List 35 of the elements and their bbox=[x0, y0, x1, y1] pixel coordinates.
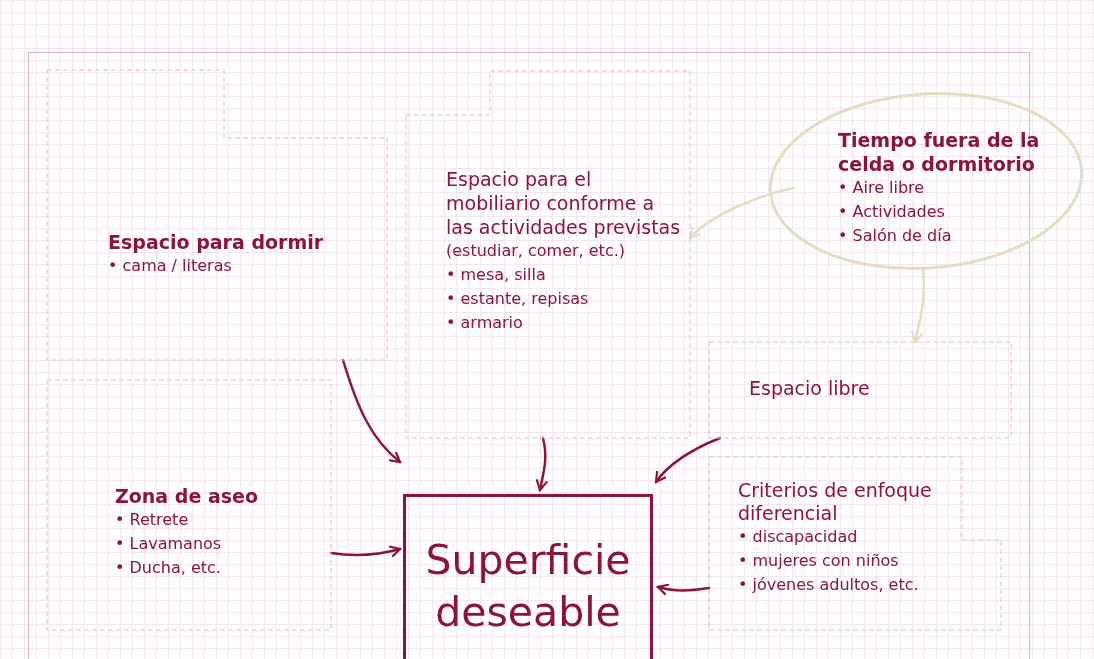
list-item: • Retrete bbox=[115, 509, 190, 531]
list-item: • armario bbox=[446, 312, 524, 334]
curved-arrow bbox=[535, 436, 548, 492]
list-item: • estante, repisas bbox=[446, 288, 590, 310]
node-heading: Espacio para el mobiliario conforme a las actividades previstas bbox=[446, 167, 682, 239]
list-item: • Lavamanos bbox=[115, 533, 223, 555]
node-heading: Zona de aseo bbox=[115, 484, 259, 508]
dashed-zone bbox=[709, 457, 1001, 630]
list-item: • mesa, silla bbox=[446, 264, 547, 286]
list-item: • discapacidad bbox=[738, 526, 859, 548]
node-heading: Superficie deseable bbox=[424, 535, 632, 638]
curved-arrow bbox=[656, 583, 711, 596]
curved-arrow bbox=[911, 268, 926, 344]
list-item: (estudiar, comer, etc.) bbox=[446, 240, 626, 262]
curved-arrow bbox=[329, 545, 402, 558]
curved-arrow bbox=[341, 358, 402, 464]
node-heading: Espacio libre bbox=[749, 376, 871, 400]
list-item: • Salón de día bbox=[838, 225, 953, 247]
curved-arrow bbox=[688, 186, 795, 240]
sketched-ellipse bbox=[768, 92, 1084, 270]
list-item: • Aire libre bbox=[838, 177, 926, 199]
list-item: • Ducha, etc. bbox=[115, 557, 222, 579]
result-box bbox=[403, 494, 653, 659]
dashed-zone bbox=[709, 342, 1011, 438]
list-item: • jóvenes adultos, etc. bbox=[738, 574, 920, 596]
node-heading: Criterios de enfoque diferencial bbox=[738, 479, 933, 525]
node-heading: Espacio para dormir bbox=[108, 230, 325, 254]
dashed-zone bbox=[406, 71, 690, 438]
node-heading: Tiempo fuera de la celda o dormitorio bbox=[838, 128, 1041, 176]
list-item: • mujeres con niños bbox=[738, 550, 900, 572]
list-item: • Actividades bbox=[838, 201, 946, 223]
list-item: • cama / literas bbox=[108, 255, 233, 277]
curved-arrow bbox=[654, 436, 722, 484]
dashed-zone bbox=[47, 380, 331, 630]
dashed-zone bbox=[47, 70, 387, 360]
